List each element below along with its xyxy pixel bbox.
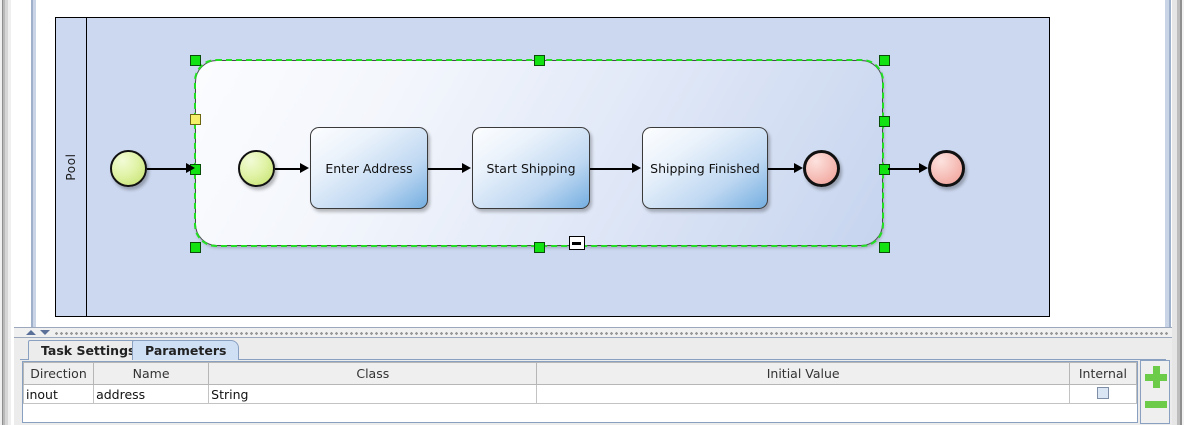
flow-start-to-subprocess[interactable] — [147, 168, 189, 170]
flow-subprocess-to-endouter[interactable] — [888, 168, 921, 170]
flow-arrow-6 — [919, 163, 928, 173]
flow-arrow-1 — [186, 163, 195, 173]
end-event-outer[interactable] — [928, 150, 965, 187]
window-right-edge — [1172, 0, 1184, 425]
column-header-internal[interactable]: Internal — [1068, 362, 1138, 385]
resize-handle-top-right[interactable] — [879, 55, 890, 66]
task-shipping-finished[interactable]: Shipping Finished — [642, 127, 768, 209]
resize-handle-right-upper[interactable] — [879, 116, 890, 127]
parameters-table[interactable]: Direction Name Class Initial Value Inter… — [22, 362, 1138, 404]
flow-enteraddress-to-startshipping[interactable] — [428, 168, 463, 170]
resize-handle-top-center[interactable] — [534, 55, 545, 66]
pool-header[interactable]: Pool — [56, 18, 87, 316]
column-header-direction[interactable]: Direction — [22, 362, 95, 385]
remove-parameter-button[interactable] — [1145, 401, 1167, 408]
parameters-table-wrapper[interactable]: Direction Name Class Initial Value Inter… — [22, 361, 1138, 423]
collapse-down-icon[interactable] — [40, 330, 50, 335]
splitter-grip[interactable] — [54, 331, 1168, 336]
properties-tabstrip: Task Settings Parameters — [20, 338, 1166, 360]
start-event-inner[interactable] — [238, 150, 275, 187]
canvas-left-scroll-rail[interactable] — [30, 0, 38, 330]
column-header-initial-value[interactable]: Initial Value — [536, 362, 1070, 385]
end-event-inner[interactable] — [803, 150, 840, 187]
tab-parameters[interactable]: Parameters — [132, 340, 240, 360]
task-enter-address[interactable]: Enter Address — [310, 127, 428, 209]
window-left-edge — [0, 0, 14, 425]
flow-arrow-5 — [794, 163, 803, 173]
flow-arrow-4 — [632, 163, 641, 173]
flow-arrow-3 — [462, 163, 471, 173]
column-header-name[interactable]: Name — [93, 362, 210, 385]
collapse-up-icon[interactable] — [26, 330, 36, 335]
internal-checkbox[interactable] — [1096, 386, 1109, 399]
cell-direction[interactable]: inout — [22, 384, 95, 404]
panel-splitter[interactable] — [14, 327, 1172, 338]
flow-arrow-2 — [300, 163, 309, 173]
column-header-class[interactable]: Class — [208, 362, 538, 385]
add-parameter-button[interactable] — [1145, 366, 1167, 388]
bpmn-diagram-canvas[interactable]: Pool Enter Address Start Shipping Shippi… — [38, 0, 1123, 326]
subprocess-collapse-marker-icon[interactable] — [569, 236, 585, 250]
properties-panel: Task Settings Parameters Direction Name … — [14, 338, 1172, 425]
cell-internal[interactable] — [1068, 384, 1138, 404]
parameter-action-buttons — [1140, 360, 1170, 424]
flow-startinner-to-enteraddress[interactable] — [275, 168, 301, 170]
resize-handle-top-left[interactable] — [190, 55, 201, 66]
flow-startshipping-to-shippingfinished[interactable] — [590, 168, 633, 170]
tab-task-settings[interactable]: Task Settings — [28, 340, 149, 360]
rotate-handle[interactable] — [190, 114, 201, 125]
start-event-outer[interactable] — [110, 150, 147, 187]
pool-label: Pool — [64, 153, 78, 181]
resize-handle-bottom-left[interactable] — [190, 242, 201, 253]
table-row[interactable]: inout address String — [22, 384, 1138, 404]
cell-class[interactable]: String — [208, 384, 538, 404]
resize-handle-bottom-center[interactable] — [534, 242, 545, 253]
flow-shippingfinished-to-end[interactable] — [768, 168, 795, 170]
task-start-shipping[interactable]: Start Shipping — [472, 127, 590, 209]
table-header-row: Direction Name Class Initial Value Inter… — [22, 362, 1138, 385]
resize-handle-bottom-right[interactable] — [879, 242, 890, 253]
cell-name[interactable]: address — [93, 384, 210, 404]
tabstrip-baseline — [20, 359, 1166, 360]
cell-initial-value[interactable] — [536, 384, 1070, 404]
canvas-right-scroll-rail[interactable] — [1163, 0, 1172, 330]
